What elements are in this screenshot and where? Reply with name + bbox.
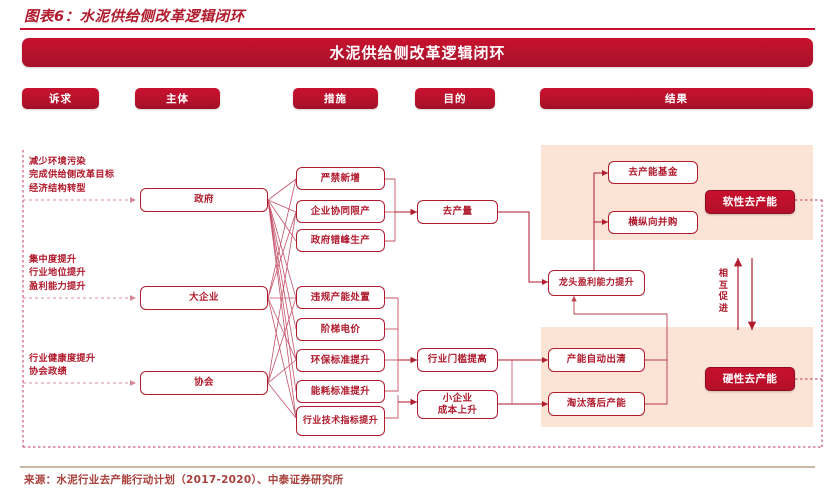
link-b4-bus [385,360,399,392]
node-eliminate-backward-capacity[interactable]: 淘汰落后产能 [548,392,645,416]
link-ent-m1 [267,178,297,299]
link-gov-b5 [267,199,297,419]
link-quchanliang-to-profit [498,211,548,285]
link-gov-b3 [267,199,297,361]
link-ent-b3 [267,297,297,361]
node-technical-index[interactable]: 行业技术指标提升 [296,406,385,436]
column-header-result: 结果 [540,88,813,109]
column-header-demand: 诉求 [22,88,99,109]
link-gov-m3 [267,199,297,242]
column-header-subject: 主体 [135,88,220,109]
node-government[interactable]: 政府 [140,188,268,212]
link-b5-bus [385,395,399,419]
node-energy-standard[interactable]: 能耗标准提升 [296,380,385,403]
node-coordinated-limit[interactable]: 企业协同限产 [296,200,385,223]
column-header-measure: 措施 [293,88,378,109]
node-illegal-capacity-disposal[interactable]: 违规产能处置 [296,286,385,309]
node-tiered-electricity-price[interactable]: 阶梯电价 [296,318,385,341]
node-large-enterprise[interactable]: 大企业 [140,286,268,310]
link-ent-m2 [267,211,297,299]
link-ent-b5 [267,297,297,419]
link-asc-m2 [267,211,297,384]
node-environmental-standard[interactable]: 环保标准提升 [296,349,385,372]
badge-hard-capacity-cut[interactable]: 硬性去产能 [705,367,795,391]
link-gov-m1 [267,178,297,201]
badge-soft-capacity-cut[interactable]: 软性去产能 [705,190,795,214]
link-asc-b5 [267,382,297,419]
demand-text-government: 减少环境污染 完成供给侧改革目标 经济结构转型 [29,156,115,194]
link-elimination-up [645,360,668,405]
node-small-firm-cost[interactable]: 小企业 成本上升 [417,390,498,419]
node-reduce-output[interactable]: 去产量 [417,200,498,224]
link-gov-m2 [267,199,297,213]
link-gov-b1 [267,199,297,299]
link-asc-b3 [267,359,297,384]
node-auto-capacity-clearing[interactable]: 产能自动出清 [548,348,645,372]
column-header-purpose: 目的 [415,88,495,109]
demand-text-enterprise: 集中度提升 行业地位提升 盈利能力提升 [29,254,86,292]
footer-divider [20,466,815,468]
page-title: 图表6：水泥供给侧改革逻辑闭环 [24,9,245,25]
node-raise-threshold[interactable]: 行业门槛提高 [417,348,498,372]
link-gov-b2 [267,199,297,330]
link-m3-bus [385,212,396,242]
node-ban-new-capacity[interactable]: 严禁新增 [296,167,385,190]
node-peak-shifting[interactable]: 政府错峰生产 [296,229,385,252]
link-profit-to-fund [593,170,608,270]
source-note: 来源：水泥行业去产能行动计划（2017-2020）、中泰证券研究所 [24,474,344,486]
demand-text-association: 行业健康度提升 协会政绩 [29,353,96,378]
node-association[interactable]: 协会 [140,371,268,395]
link-m1-bus [385,178,396,212]
link-asc-b1 [267,297,297,384]
diagram-banner: 水泥供给侧改革逻辑闭环 [22,38,813,67]
node-leader-profitability[interactable]: 龙头盈利能力提升 [548,270,645,296]
link-clearing-up [571,296,668,361]
node-mergers-acquisitions[interactable]: 横纵向并购 [608,211,698,234]
label-mutual-promotion: 相互促进 [718,268,729,314]
node-capacity-reduction-fund[interactable]: 去产能基金 [608,161,698,184]
link-b1-bus [385,297,399,360]
title-divider [20,28,815,30]
